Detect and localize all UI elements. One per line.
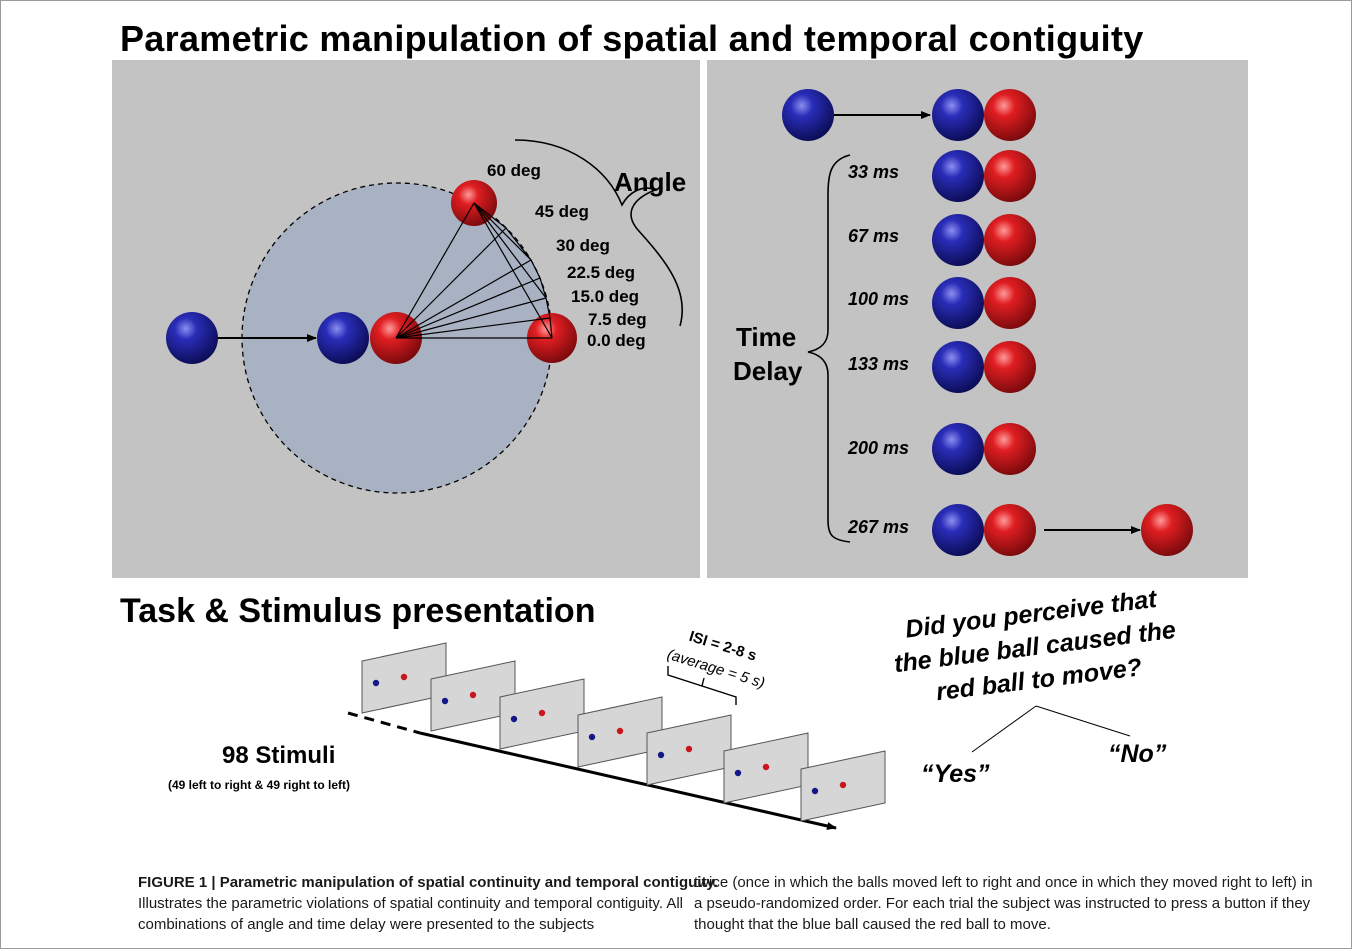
red-ball-row-6 <box>984 504 1036 556</box>
stimulus-blue-dot-2 <box>510 715 518 723</box>
caption-left-text: Illustrates the parametric violations of… <box>138 895 683 933</box>
angle-heading: Angle <box>614 167 687 197</box>
delay-ball-pairs <box>932 89 1036 556</box>
stimulus-red-dot-6 <box>839 781 847 789</box>
angle-label-7-5: 7.5 deg <box>588 310 647 329</box>
blue-ball-launch <box>782 89 834 141</box>
stimuli-detail: (49 left to right & 49 right to left) <box>168 778 350 792</box>
stimuli-count: 98 Stimuli <box>222 742 336 769</box>
blue-ball-row-4 <box>932 341 984 393</box>
stimulus-cards <box>361 642 886 822</box>
stimulus-blue-dot-1 <box>441 697 449 705</box>
figure-title: Parametric manipulation of spatial and t… <box>120 18 1144 59</box>
angle-brace <box>514 139 683 327</box>
delay-label-33: 33 ms <box>848 162 900 182</box>
section-title: Task & Stimulus presentation <box>120 592 596 630</box>
answer-line-no <box>1035 705 1131 737</box>
caption-right-column: twice (once in which the balls moved lef… <box>694 872 1324 935</box>
answer-line-yes <box>971 705 1037 753</box>
red-ball-row-1 <box>984 150 1036 202</box>
blue-ball-start <box>166 312 218 364</box>
stimulus-red-dot-0 <box>400 673 408 681</box>
red-ball-exit <box>1141 504 1193 556</box>
stimulus-blue-dot-4 <box>657 751 665 759</box>
caption-left-column: FIGURE 1 | Parametric manipulation of sp… <box>138 872 768 935</box>
red-ball-row-0 <box>984 89 1036 141</box>
blue-ball-contact <box>317 312 369 364</box>
stimulus-red-dot-5 <box>762 763 770 771</box>
delay-label-200: 200 ms <box>848 438 910 458</box>
angle-label-60: 60 deg <box>487 161 541 180</box>
caption-right-text: twice (once in which the balls moved lef… <box>694 874 1313 933</box>
delay-label-267: 267 ms <box>848 517 910 537</box>
timeline-dashed <box>347 711 421 735</box>
stimulus-red-dot-3 <box>616 727 624 735</box>
answer-no: “No” <box>1108 740 1167 768</box>
stimulus-red-dot-1 <box>469 691 477 699</box>
stimulus-blue-dot-0 <box>372 679 380 687</box>
time-brace <box>807 154 851 543</box>
blue-ball-row-1 <box>932 150 984 202</box>
angle-label-30: 30 deg <box>556 236 610 255</box>
angle-label-45: 45 deg <box>535 202 589 221</box>
delay-label-67: 67 ms <box>848 226 900 246</box>
blue-ball-row-2 <box>932 214 984 266</box>
stimulus-red-dot-2 <box>538 709 546 717</box>
angle-lines <box>395 202 553 339</box>
blue-ball-row-0 <box>932 89 984 141</box>
time-delay-heading-line1: Time <box>736 322 797 352</box>
angle-label-15: 15.0 deg <box>571 287 640 306</box>
answer-yes: “Yes” <box>921 760 990 788</box>
red-ball-row-4 <box>984 341 1036 393</box>
red-ball-row-3 <box>984 277 1036 329</box>
stimulus-blue-dot-6 <box>811 787 819 795</box>
stimulus-blue-dot-5 <box>734 769 742 777</box>
delay-label-100: 100 ms <box>848 289 910 309</box>
caption-figure-label: FIGURE 1 | Parametric manipulation of sp… <box>138 874 718 891</box>
time-delay-heading-line2: Delay <box>733 356 803 386</box>
blue-ball-row-5 <box>932 423 984 475</box>
red-ball-row-2 <box>984 214 1036 266</box>
delay-label-133: 133 ms <box>848 354 910 374</box>
stimulus-blue-dot-3 <box>588 733 596 741</box>
blue-ball-row-3 <box>932 277 984 329</box>
angle-label-22-5: 22.5 deg <box>567 263 636 282</box>
red-ball-row-5 <box>984 423 1036 475</box>
isi-bracket <box>667 666 737 705</box>
blue-ball-row-6 <box>932 504 984 556</box>
timeline-arrow <box>419 731 837 830</box>
angle-label-0: 0.0 deg <box>587 331 646 350</box>
stimulus-red-dot-4 <box>685 745 693 753</box>
